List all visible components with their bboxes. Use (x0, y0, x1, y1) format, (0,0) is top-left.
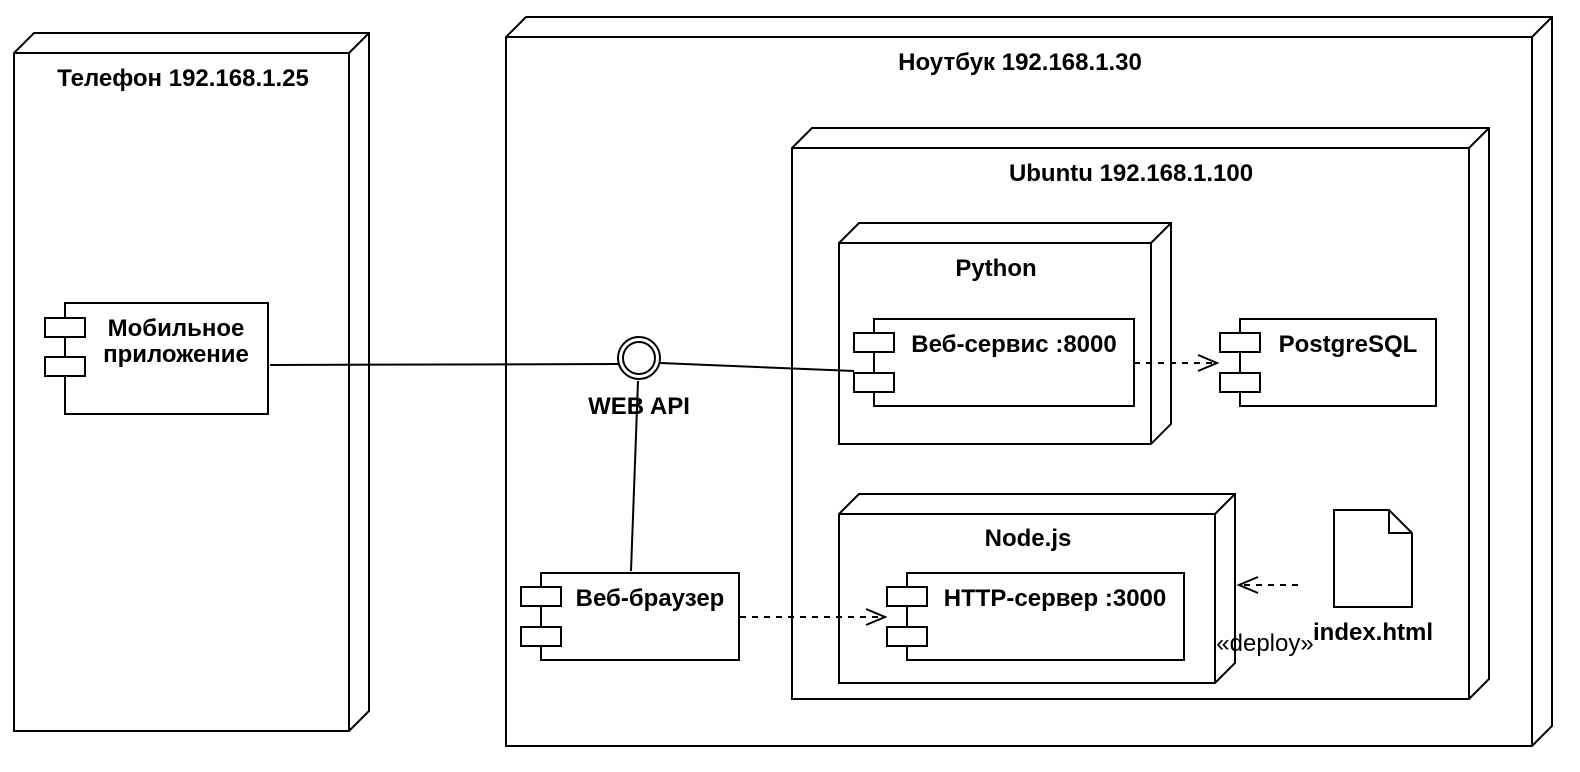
http-server-label: HTTP-сервер :3000 (944, 585, 1167, 612)
browser-to-httpserver-dependency (740, 608, 888, 626)
python-node-title: Python (955, 255, 1036, 282)
mobile-app-label-line1: Мобильное (108, 315, 245, 342)
mobile-app-label-line2: приложение (103, 341, 249, 368)
index-html-artifact: index.html (1313, 509, 1433, 646)
component-port-icon (520, 626, 562, 647)
browser-to-webapi-connector (630, 380, 639, 572)
web-api-interface: WEB API (588, 336, 690, 420)
postgres-label: PostgreSQL (1279, 331, 1418, 358)
web-api-label: WEB API (588, 393, 690, 420)
component-port-icon (886, 586, 928, 607)
web-service-label: Веб-сервис :8000 (911, 331, 1116, 358)
http-server-component: HTTP-сервер :3000 (886, 572, 1185, 661)
open-arrowhead-icon (865, 608, 888, 626)
component-port-icon (853, 332, 895, 353)
web-service-component: Веб-сервис :8000 (853, 318, 1135, 407)
component-port-icon (44, 356, 86, 377)
deploy-dependency: «deploy» (1216, 576, 1314, 657)
browser-label: Веб-браузер (576, 585, 725, 612)
component-port-icon (1219, 372, 1261, 393)
ubuntu-node-title: Ubuntu 192.168.1.100 (1009, 160, 1253, 187)
component-port-icon (1219, 332, 1261, 353)
open-arrowhead-icon (1236, 576, 1259, 594)
index-html-label: index.html (1313, 619, 1433, 646)
open-arrowhead-icon (1197, 354, 1220, 372)
document-icon (1333, 509, 1413, 608)
component-port-icon (44, 317, 86, 338)
browser-component: Веб-браузер (520, 572, 740, 661)
mobile-to-webapi-connector (269, 363, 619, 366)
deploy-stereotype-label: «deploy» (1216, 630, 1313, 657)
component-port-icon (886, 626, 928, 647)
component-port-icon (853, 372, 895, 393)
mobile-app-component: Мобильное приложение (44, 302, 269, 415)
nodejs-node-title: Node.js (985, 525, 1072, 552)
interface-ball-icon (622, 341, 656, 375)
phone-node-title: Телефон 192.168.1.25 (57, 65, 309, 92)
component-port-icon (520, 586, 562, 607)
postgres-component: PostgreSQL (1219, 318, 1437, 407)
laptop-node-title: Ноутбук 192.168.1.30 (898, 49, 1142, 76)
webapi-to-webservice-connector (659, 362, 855, 372)
webservice-to-postgres-dependency (1134, 354, 1220, 372)
